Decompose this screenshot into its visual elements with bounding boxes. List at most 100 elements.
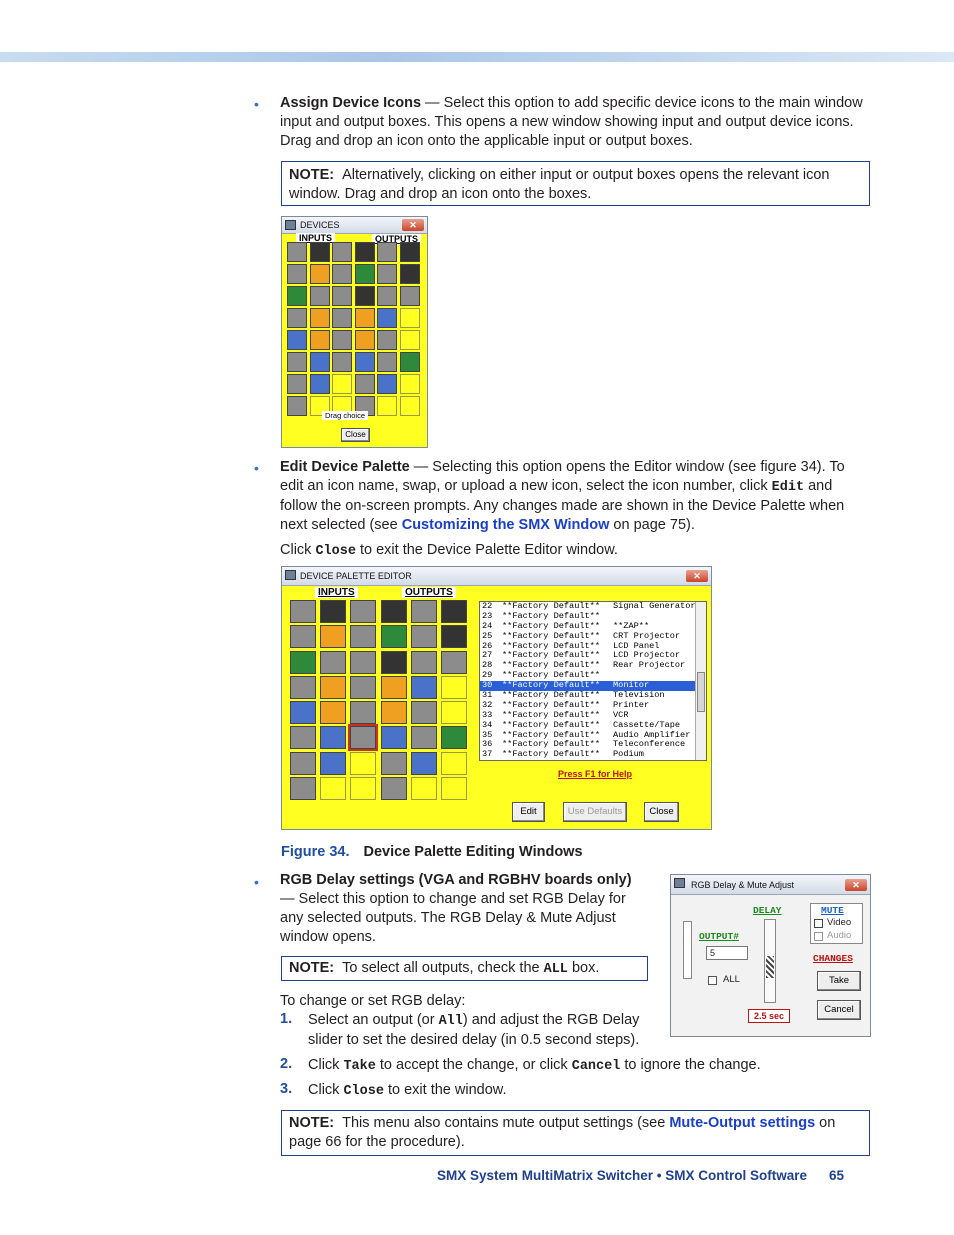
device-icon-tile[interactable] xyxy=(377,396,397,416)
device-icon-tile[interactable] xyxy=(332,264,352,284)
device-icon-tile[interactable] xyxy=(290,650,316,674)
device-icon-tile[interactable] xyxy=(309,352,330,372)
device-icon-tile[interactable] xyxy=(290,726,316,750)
device-icon-tile[interactable] xyxy=(399,308,420,328)
device-icon-tile[interactable] xyxy=(354,308,375,328)
take-button[interactable]: Take xyxy=(817,971,861,991)
device-icon-tile[interactable] xyxy=(350,675,377,699)
device-icon-tile[interactable] xyxy=(377,242,397,262)
list-item[interactable]: 23**Factory Default** xyxy=(480,611,706,622)
device-icon-tile[interactable] xyxy=(350,625,377,649)
device-icon-tile[interactable] xyxy=(290,777,316,801)
device-icon-tile[interactable] xyxy=(320,751,347,775)
device-icon-tile[interactable] xyxy=(440,675,467,699)
device-icon-tile[interactable] xyxy=(410,726,437,750)
device-icon-tile[interactable] xyxy=(380,777,407,801)
device-icon-tile[interactable] xyxy=(399,374,420,394)
list-item[interactable]: 30**Factory Default**Monitor xyxy=(480,680,706,692)
device-icon-tile[interactable] xyxy=(440,701,467,725)
list-item[interactable]: 37**Factory Default**Podium xyxy=(480,749,706,760)
device-icon-tile[interactable] xyxy=(287,286,307,306)
delay-slider[interactable] xyxy=(764,919,776,1003)
output-number-field[interactable]: 5 xyxy=(706,946,748,960)
device-icon-tile[interactable] xyxy=(410,701,437,725)
use-defaults-button[interactable]: Use Defaults xyxy=(563,802,627,822)
device-icon-tile[interactable] xyxy=(380,625,407,649)
list-item[interactable]: 31**Factory Default**Television xyxy=(480,690,706,701)
device-icon-tile[interactable] xyxy=(287,374,307,394)
all-checkbox[interactable] xyxy=(708,976,717,985)
device-icon-tile[interactable] xyxy=(354,352,375,372)
device-icon-tile[interactable] xyxy=(380,701,407,725)
device-icon-tile[interactable] xyxy=(332,286,352,306)
device-icon-tile[interactable] xyxy=(350,600,377,623)
device-icon-tile[interactable] xyxy=(380,751,407,775)
list-item[interactable]: 34**Factory Default**Cassette/Tape xyxy=(480,720,706,731)
device-icon-tile[interactable] xyxy=(350,650,377,674)
device-icon-tile[interactable] xyxy=(348,724,379,752)
device-icon-tile[interactable] xyxy=(377,374,397,394)
list-item[interactable]: 26**Factory Default**LCD Panel xyxy=(480,641,706,652)
device-icon-tile[interactable] xyxy=(309,286,330,306)
device-icon-tile[interactable] xyxy=(332,374,352,394)
device-icon-tile[interactable] xyxy=(320,701,347,725)
device-icon-tile[interactable] xyxy=(287,264,307,284)
device-icon-tile[interactable] xyxy=(377,264,397,284)
device-icon-tile[interactable] xyxy=(440,751,467,775)
device-icon-tile[interactable] xyxy=(440,726,467,750)
close-icon[interactable]: ✕ xyxy=(686,570,708,582)
list-item[interactable]: 27**Factory Default**LCD Projector xyxy=(480,651,706,661)
list-item[interactable]: 24**Factory Default****ZAP** xyxy=(480,621,706,632)
list-item[interactable]: 28**Factory Default**Rear Projector xyxy=(480,660,706,671)
device-icon-tile[interactable] xyxy=(309,264,330,284)
list-scrollbar[interactable] xyxy=(695,602,706,760)
device-icon-tile[interactable] xyxy=(399,242,420,262)
device-icon-tile[interactable] xyxy=(380,650,407,674)
video-checkbox[interactable] xyxy=(814,919,823,928)
device-icon-tile[interactable] xyxy=(287,308,307,328)
device-icon-tile[interactable] xyxy=(287,330,307,350)
device-icon-tile[interactable] xyxy=(290,751,316,775)
device-icon-tile[interactable] xyxy=(350,751,377,775)
audio-checkbox[interactable] xyxy=(814,932,823,941)
device-icon-tile[interactable] xyxy=(290,600,316,623)
device-icon-tile[interactable] xyxy=(332,330,352,350)
list-item[interactable]: 36**Factory Default**Teleconference xyxy=(480,740,706,750)
device-icon-tile[interactable] xyxy=(440,625,467,649)
device-icon-tile[interactable] xyxy=(399,396,420,416)
device-icon-tile[interactable] xyxy=(399,330,420,350)
device-icon-tile[interactable] xyxy=(320,650,347,674)
close-icon[interactable]: ✕ xyxy=(845,879,867,891)
device-icon-tile[interactable] xyxy=(380,726,407,750)
device-icon-tile[interactable] xyxy=(287,352,307,372)
device-icon-tile[interactable] xyxy=(332,308,352,328)
device-icon-tile[interactable] xyxy=(320,777,347,801)
device-icon-tile[interactable] xyxy=(350,701,377,725)
output-spinner[interactable] xyxy=(683,921,692,979)
device-icon-tile[interactable] xyxy=(410,751,437,775)
device-icon-tile[interactable] xyxy=(440,600,467,623)
mute-output-link[interactable]: Mute-Output settings xyxy=(669,1115,816,1131)
device-icon-tile[interactable] xyxy=(377,330,397,350)
device-icon-tile[interactable] xyxy=(287,396,307,416)
device-icon-tile[interactable] xyxy=(399,286,420,306)
device-icon-tile[interactable] xyxy=(377,286,397,306)
close-icon[interactable]: ✕ xyxy=(402,219,424,231)
list-item[interactable]: 29**Factory Default** xyxy=(480,670,706,681)
device-icon-tile[interactable] xyxy=(309,242,330,262)
cancel-button[interactable]: Cancel xyxy=(817,1000,861,1020)
customizing-link[interactable]: Customizing the SMX Window xyxy=(401,517,610,533)
device-icon-tile[interactable] xyxy=(410,625,437,649)
device-icon-tile[interactable] xyxy=(309,374,330,394)
list-item[interactable]: 35**Factory Default**Audio Amplifier xyxy=(480,730,706,741)
device-icon-tile[interactable] xyxy=(290,675,316,699)
device-icon-tile[interactable] xyxy=(287,242,307,262)
close-button[interactable]: Close xyxy=(644,802,679,822)
device-icon-tile[interactable] xyxy=(354,286,375,306)
device-icon-tile[interactable] xyxy=(309,308,330,328)
device-icon-tile[interactable] xyxy=(350,777,377,801)
device-icon-tile[interactable] xyxy=(380,600,407,623)
device-icon-tile[interactable] xyxy=(354,242,375,262)
device-icon-tile[interactable] xyxy=(320,625,347,649)
